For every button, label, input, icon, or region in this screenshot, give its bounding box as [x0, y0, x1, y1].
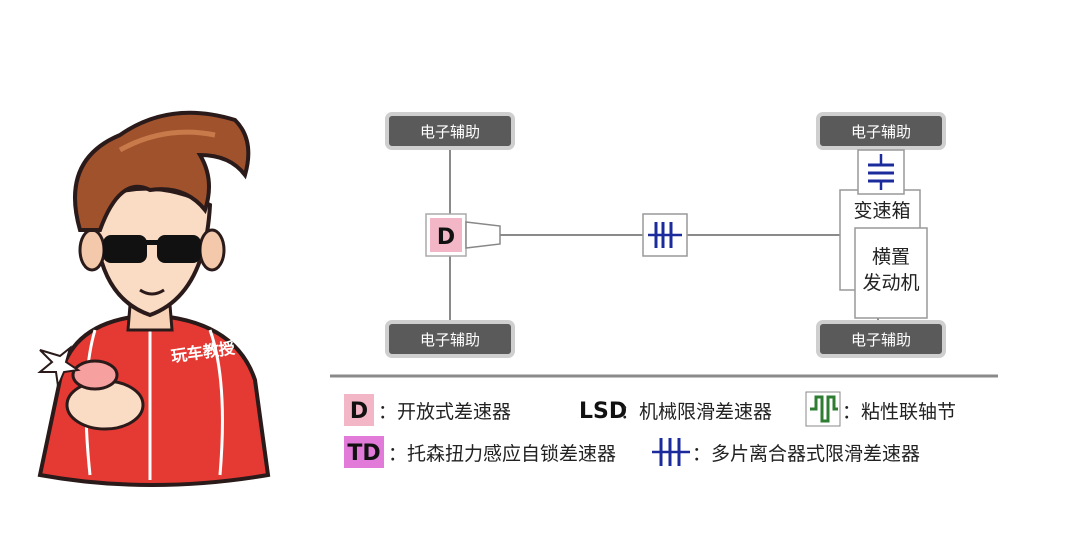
svg-text:：托森扭力感应自锁差速器: ：托森扭力感应自锁差速器: [388, 443, 616, 465]
center-multi-plate-clutch: [642, 213, 688, 257]
svg-text:：开放式差速器: ：开放式差速器: [378, 401, 511, 423]
drivetrain-diagram: 电子辅助 电子辅助 电子辅助 电子辅助 D 变速箱: [385, 112, 946, 358]
wheel-rear-left: 电子辅助: [385, 112, 515, 150]
legend-item-open-diff: D ：开放式差速器: [344, 394, 511, 426]
svg-text:电子辅助: 电子辅助: [851, 331, 911, 349]
jacket: [37, 312, 271, 487]
svg-text:：多片离合器式限滑差速器: ：多片离合器式限滑差速器: [692, 443, 920, 465]
wheel-rear-right: 电子辅助: [385, 320, 515, 358]
svg-text:D: D: [350, 399, 368, 424]
svg-text:电子辅助: 电子辅助: [420, 123, 480, 141]
sunglasses: [103, 235, 201, 263]
legend: D ：开放式差速器 LSD ：机械限滑差速器 ：粘性联轴节 TD ：托森扭力感应…: [330, 374, 998, 468]
svg-text:D: D: [437, 225, 455, 250]
transverse-engine: 横置 发动机: [854, 227, 928, 319]
svg-text:TD: TD: [347, 441, 380, 466]
svg-text:横置: 横置: [872, 246, 910, 268]
front-multi-plate-clutch: [857, 149, 905, 195]
svg-text:：粘性联轴节: ：粘性联轴节: [842, 401, 956, 423]
wheel-front-right: 电子辅助: [816, 320, 946, 358]
svg-text:电子辅助: 电子辅助: [851, 123, 911, 141]
svg-text:LSD: LSD: [579, 399, 627, 424]
svg-text:变速箱: 变速箱: [853, 200, 910, 222]
pain-burst-icon: [37, 345, 81, 390]
legend-item-torsen: TD ：托森扭力感应自锁差速器: [344, 436, 616, 468]
rear-open-differential: D: [425, 213, 501, 257]
svg-text:发动机: 发动机: [862, 272, 919, 294]
viscous-coupling-icon: [805, 391, 841, 427]
hair: [73, 110, 251, 232]
multi-plate-clutch-icon: [652, 438, 690, 466]
svg-text:：机械限滑差速器: ：机械限滑差速器: [620, 401, 772, 423]
wheel-front-left: 电子辅助: [816, 112, 946, 150]
legend-item-multi-plate: ：多片离合器式限滑差速器: [652, 438, 920, 466]
svg-text:电子辅助: 电子辅助: [420, 331, 480, 349]
legend-item-lsd: LSD ：机械限滑差速器: [579, 399, 772, 424]
legend-item-viscous-coupling: ：粘性联轴节: [805, 391, 956, 427]
mascot-illustration: 玩车教授: [37, 110, 271, 487]
